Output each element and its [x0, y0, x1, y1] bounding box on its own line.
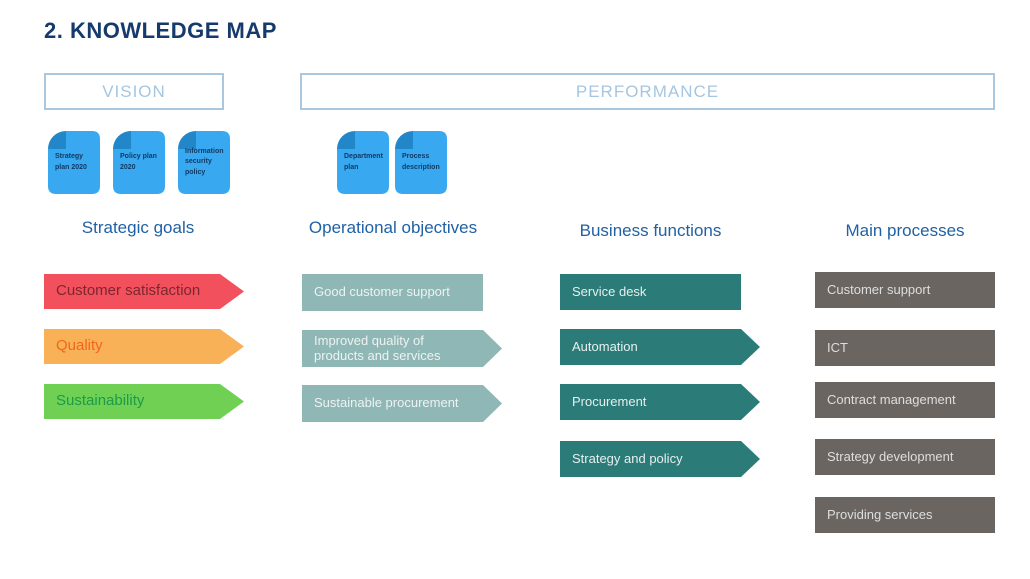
doc-label: Process description: [402, 153, 440, 171]
shape-label: Sustainable procurement: [314, 395, 459, 411]
document-icon: [48, 131, 100, 194]
doc-label: Policy plan 2020: [120, 153, 157, 171]
shape-label: Providing services: [827, 506, 933, 522]
goal-quality: Quality: [44, 329, 244, 364]
page-title: 2. KNOWLEDGE MAP: [44, 18, 277, 43]
vision-banner: VISION: [44, 73, 224, 110]
shape-label: Strategy and policy: [572, 450, 683, 466]
doc-policy-plan-2020: Policy plan 2020: [113, 131, 165, 194]
column-header-main-processes: Main processes: [845, 221, 965, 240]
shape-label: Good customer support: [314, 284, 450, 300]
doc-process-description: Process description: [395, 131, 447, 194]
column-header-strategic-goals: Strategic goals: [81, 218, 195, 237]
doc-label: Information security policy: [185, 148, 224, 176]
column-header-operational-objectives: Operational objectives: [308, 218, 478, 237]
shape-label: Customer satisfaction: [56, 282, 201, 300]
doc-strategy-plan-2020: Strategy plan 2020: [48, 131, 100, 194]
doc-label: Strategy plan 2020: [55, 153, 87, 171]
objective-good-customer-support: Good customer support: [302, 274, 483, 311]
shape-label: Contract management: [827, 391, 956, 407]
objective-sustainable-procurement: Sustainable procurement: [302, 385, 502, 422]
doc-information-security-policy: Information security policy: [178, 131, 230, 194]
process-contract-management: Contract management: [815, 382, 995, 418]
shape-label: Automation: [572, 338, 638, 354]
shape-label: Customer support: [827, 281, 931, 297]
column-header-business-functions: Business functions: [579, 221, 722, 240]
function-service-desk: Service desk: [560, 274, 741, 310]
doc-department-plan: Department plan: [337, 131, 389, 194]
function-automation: Automation: [560, 329, 760, 365]
objective-improved-quality: Improved quality of products and service…: [302, 330, 502, 367]
process-ict: ICT: [815, 330, 995, 366]
shape-label: Procurement: [572, 393, 647, 409]
document-icon: [178, 131, 230, 194]
shape-label: Service desk: [572, 283, 647, 299]
function-procurement: Procurement: [560, 384, 760, 420]
process-strategy-development: Strategy development: [815, 439, 995, 475]
document-icon: [113, 131, 165, 194]
shape-label: Strategy development: [827, 448, 954, 464]
goal-sustainability: Sustainability: [44, 384, 244, 419]
process-providing-services: Providing services: [815, 497, 995, 533]
shape-label: ICT: [827, 339, 848, 355]
shape-label: Sustainability: [56, 392, 145, 410]
function-strategy-and-policy: Strategy and policy: [560, 441, 760, 477]
performance-banner: PERFORMANCE: [300, 73, 995, 110]
document-icon: [337, 131, 389, 194]
shape-label: Improved quality of products and service…: [314, 332, 441, 363]
process-customer-support: Customer support: [815, 272, 995, 308]
goal-customer-satisfaction: Customer satisfaction: [44, 274, 244, 309]
document-icon: [395, 131, 447, 194]
doc-label: Department plan: [344, 153, 383, 171]
shape-label: Quality: [56, 337, 103, 355]
